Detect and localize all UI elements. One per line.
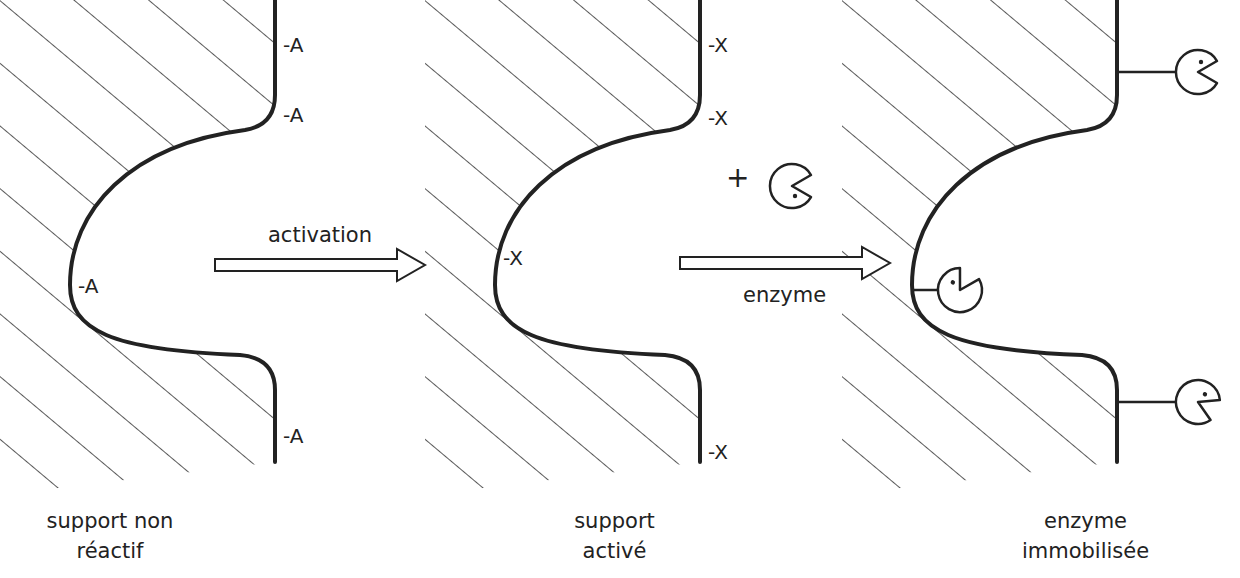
immobilised-enzymes bbox=[913, 72, 1176, 402]
hollow-arrow bbox=[215, 249, 425, 281]
panel-caption: enzyme immobilisée bbox=[1008, 506, 1163, 566]
surface-group-label: -X bbox=[708, 106, 728, 130]
surface-group-label: -X bbox=[708, 440, 728, 464]
surface-group-label: -A bbox=[283, 103, 303, 127]
support-panel-1 bbox=[0, 0, 275, 495]
surface-group-label: -X bbox=[503, 246, 523, 270]
hollow-arrow bbox=[680, 247, 890, 279]
support-panel: support activé bbox=[425, 0, 680, 578]
surface-group-label: -A bbox=[283, 424, 303, 448]
enzyme-icon bbox=[930, 263, 989, 321]
support-panel-2 bbox=[425, 0, 700, 495]
enzyme-icon bbox=[1176, 50, 1217, 94]
plus-sign: + bbox=[726, 162, 749, 194]
panel-caption: support non réactif bbox=[20, 506, 200, 566]
enzyme-icon bbox=[1169, 373, 1225, 430]
support-panel: enzyme immobilisée bbox=[890, 0, 1240, 578]
enzyme-icon bbox=[770, 164, 811, 208]
support-panel: support non réactif bbox=[0, 0, 215, 578]
arrow-label: enzyme bbox=[743, 283, 826, 307]
arrow-label: activation bbox=[268, 223, 372, 247]
panel-caption: support activé bbox=[552, 506, 677, 566]
surface-group-label: -A bbox=[283, 33, 303, 57]
surface-group-label: -A bbox=[78, 274, 98, 298]
support-panel-3 bbox=[842, 0, 1117, 495]
surface-group-label: -X bbox=[708, 33, 728, 57]
